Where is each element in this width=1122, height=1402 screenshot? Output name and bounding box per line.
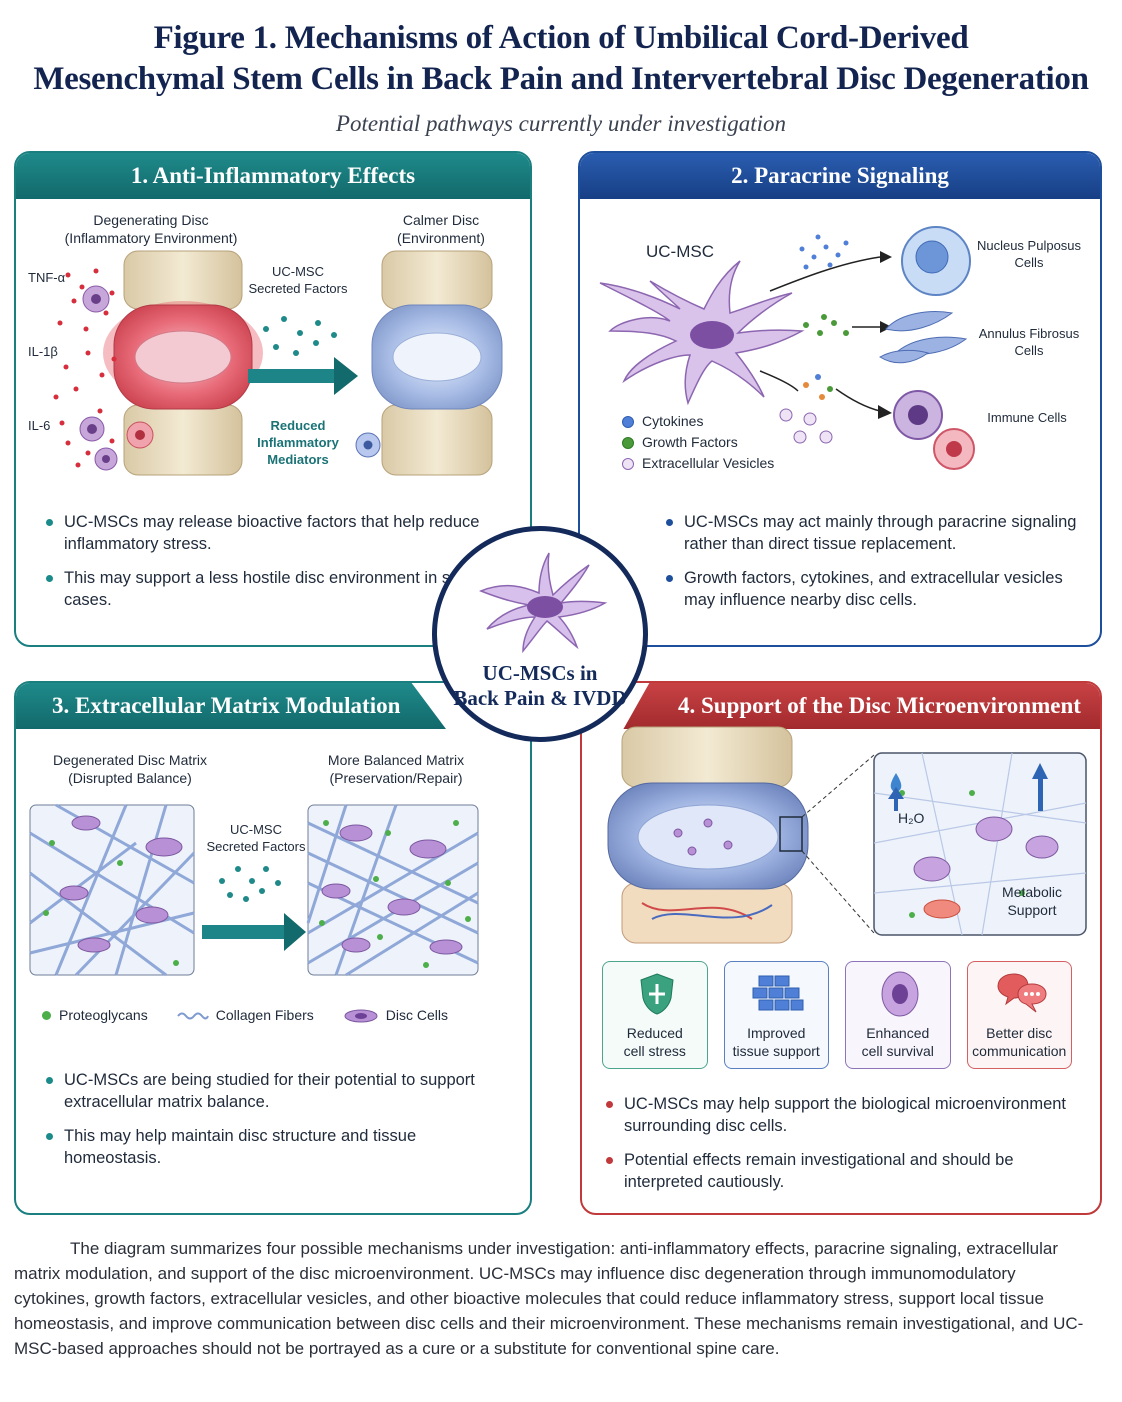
panel-disc-microenvironment: 4. Support of the Disc Microenvironment [580,681,1102,1215]
water-drop-icon [890,773,902,793]
panel-1-bullets: UC-MSCs may release bioactive factors th… [44,511,514,623]
panel-3-heading: 3. Extracellular Matrix Modulation [16,683,446,729]
panel-1-bullet: UC-MSCs may release bioactive factors th… [44,511,514,555]
panel-2-bullets: UC-MSCs may act mainly through paracrine… [664,511,1094,623]
vesicle-legend-icon [622,457,634,470]
matrix-legend: Proteoglycans Collagen Fibers Disc Cells [42,1005,512,1026]
cytokine-stream [799,234,849,270]
panel-4-heading: 4. Support of the Disc Microenvironment [623,683,1100,729]
panel-paracrine-signaling: 2. Paracrine Signaling UC-MSC Nucleus Pu… [578,151,1102,647]
paracrine-illustration [599,226,975,470]
paracrine-legend: Cytokines Growth Factors Extracellular V… [622,411,774,474]
panel-3-bullet: UC-MSCs are being studied for their pote… [44,1069,514,1113]
nucleus-pulposus-cell-icon [901,226,971,296]
immune-cell-icons [79,285,154,471]
disc-cross-section-icon [607,726,809,944]
collagen-legend-icon [176,1012,209,1019]
degenerating-disc-label: Degenerating Disc(Inflammatory Environme… [64,212,238,246]
tnf-alpha-label: TNF-α [28,270,66,285]
panel-anti-inflammatory: 1. Anti-Inflammatory Effects Degeneratin… [14,151,532,647]
matrix-arrow-icon [202,913,306,951]
panel-2-heading: 2. Paracrine Signaling [580,153,1100,199]
panel-2-bullet: UC-MSCs may act mainly through paracrine… [664,511,1094,555]
factor-dots-3 [219,866,281,902]
cytokine-dots [53,268,117,468]
growth-factor-stream [803,314,849,336]
disrupted-matrix-box [29,803,196,977]
degenerated-matrix-label: Degenerated Disc Matrix(Disrupted Balanc… [52,752,208,786]
calmer-disc-label: Calmer Disc(Environment) [397,212,485,246]
bricks-icon [752,975,803,1011]
il-1-beta-label: IL-1β [28,344,58,359]
cytokine-legend-icon [622,415,634,428]
il-6-label: IL-6 [28,418,51,433]
balanced-matrix-label: More Balanced Matrix(Preservation/Repair… [327,752,465,786]
secreted-factor-dots [263,316,337,356]
chat-bubbles-icon [996,973,1047,1013]
panel-3-bullets: UC-MSCs are being studied for their pote… [44,1069,514,1181]
mitochondria-icon [923,899,961,919]
matrix-illustration [29,803,479,977]
annulus-fibrosus-cell-icons [879,311,968,364]
panel-1-heading: 1. Anti-Inflammatory Effects [16,153,530,199]
zoomed-matrix-box [873,752,1087,936]
figure-title: Figure 1. Mechanisms of Action of Umbili… [0,18,1122,100]
figure-title-line2: Mesenchymal Stem Cells in Back Pain and … [33,61,1089,97]
panel-1-bullet: This may support a less hostile disc env… [44,567,514,611]
stem-cell-icon [479,552,608,654]
figure-subtitle: Potential pathways currently under inves… [335,111,787,136]
degenerating-disc-icon [103,250,263,476]
figure-title-line1: Figure 1. Mechanisms of Action of Umbili… [153,20,969,56]
panel-3-bullet: This may help maintain disc structure an… [44,1125,514,1169]
growth-factor-legend-icon [622,436,634,449]
proteoglycan-legend-icon [42,1011,51,1020]
immune-cells-label: Immune Cells [987,410,1067,425]
msc-cell-icon [599,260,805,406]
microenvironment-illustration [607,726,1087,944]
panel-extracellular-matrix: 3. Extracellular Matrix Modulation Degen… [14,681,532,1215]
cell-icon [881,971,919,1017]
panel-2-bullet: Growth factors, cytokines, and extracell… [664,567,1094,611]
center-label: UC-MSCs in Back Pain & IVDD [453,661,627,710]
vesicle-stream [779,374,833,444]
panel-4-bullets: UC-MSCs may help support the biological … [604,1093,1084,1205]
calmer-disc-icon [355,250,503,476]
uc-msc-label: UC-MSC [646,242,714,261]
transition-arrow-icon [248,357,358,395]
immune-cell-icons-panel2 [893,390,975,470]
disc-cell-legend-icon [344,1009,378,1022]
panel-4-bullet: Potential effects remain investigational… [604,1149,1084,1193]
panel-4-bullet: UC-MSCs may help support the biological … [604,1093,1084,1137]
center-hub: UC-MSCs in Back Pain & IVDD [432,526,648,742]
balanced-matrix-box [306,804,479,977]
shield-icon [640,973,674,1015]
inflammation-illustration [53,250,503,476]
figure-caption: The diagram summarizes four possible mec… [14,1239,1084,1358]
h2o-label: H₂O [898,810,925,826]
